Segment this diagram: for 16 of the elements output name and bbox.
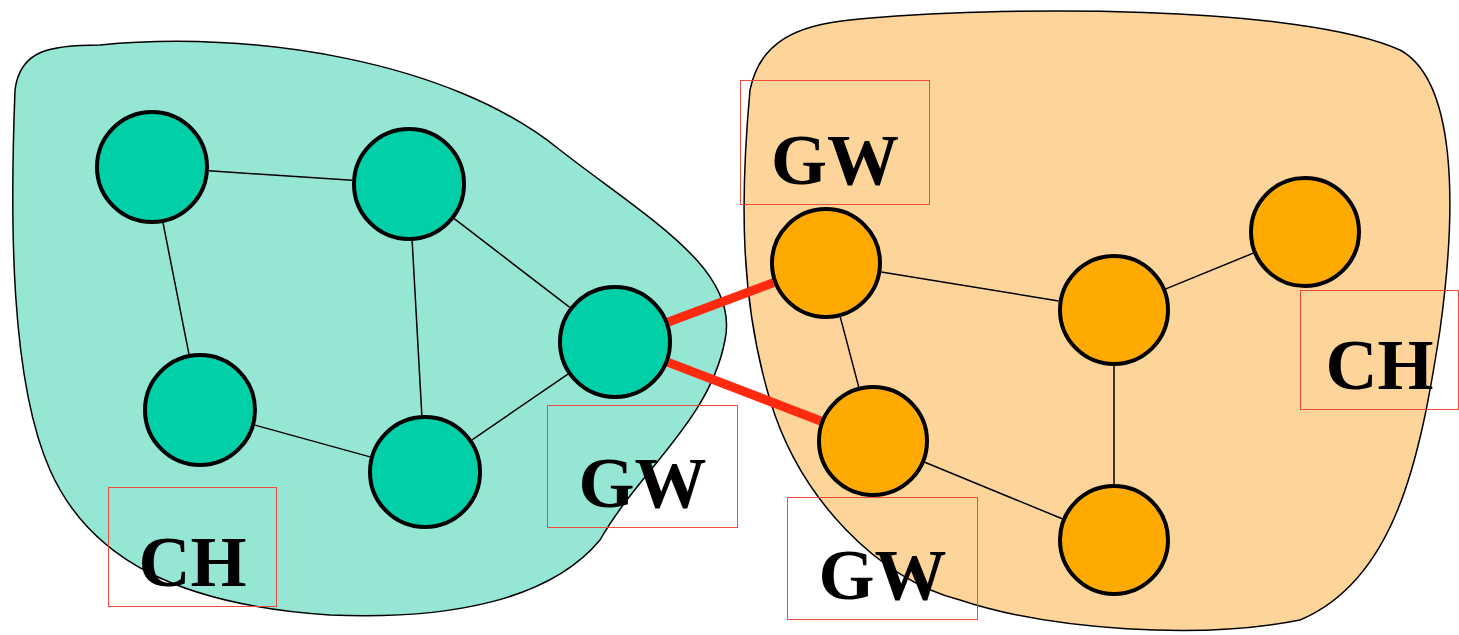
gateway-link — [666, 278, 776, 327]
link-line — [471, 373, 569, 441]
link-line — [1113, 365, 1115, 485]
link-line — [162, 222, 190, 355]
link-line — [924, 461, 1063, 520]
gateway-link — [666, 358, 823, 426]
link-line — [1165, 252, 1254, 290]
link-line — [208, 170, 353, 181]
link-line — [453, 217, 571, 309]
link-line — [411, 240, 423, 416]
link-line — [880, 271, 1060, 302]
node-label: CH — [138, 526, 247, 604]
link-line — [839, 316, 860, 388]
node-label: GW — [771, 124, 899, 202]
node-label: CH — [1325, 329, 1434, 407]
link-line — [254, 424, 371, 458]
